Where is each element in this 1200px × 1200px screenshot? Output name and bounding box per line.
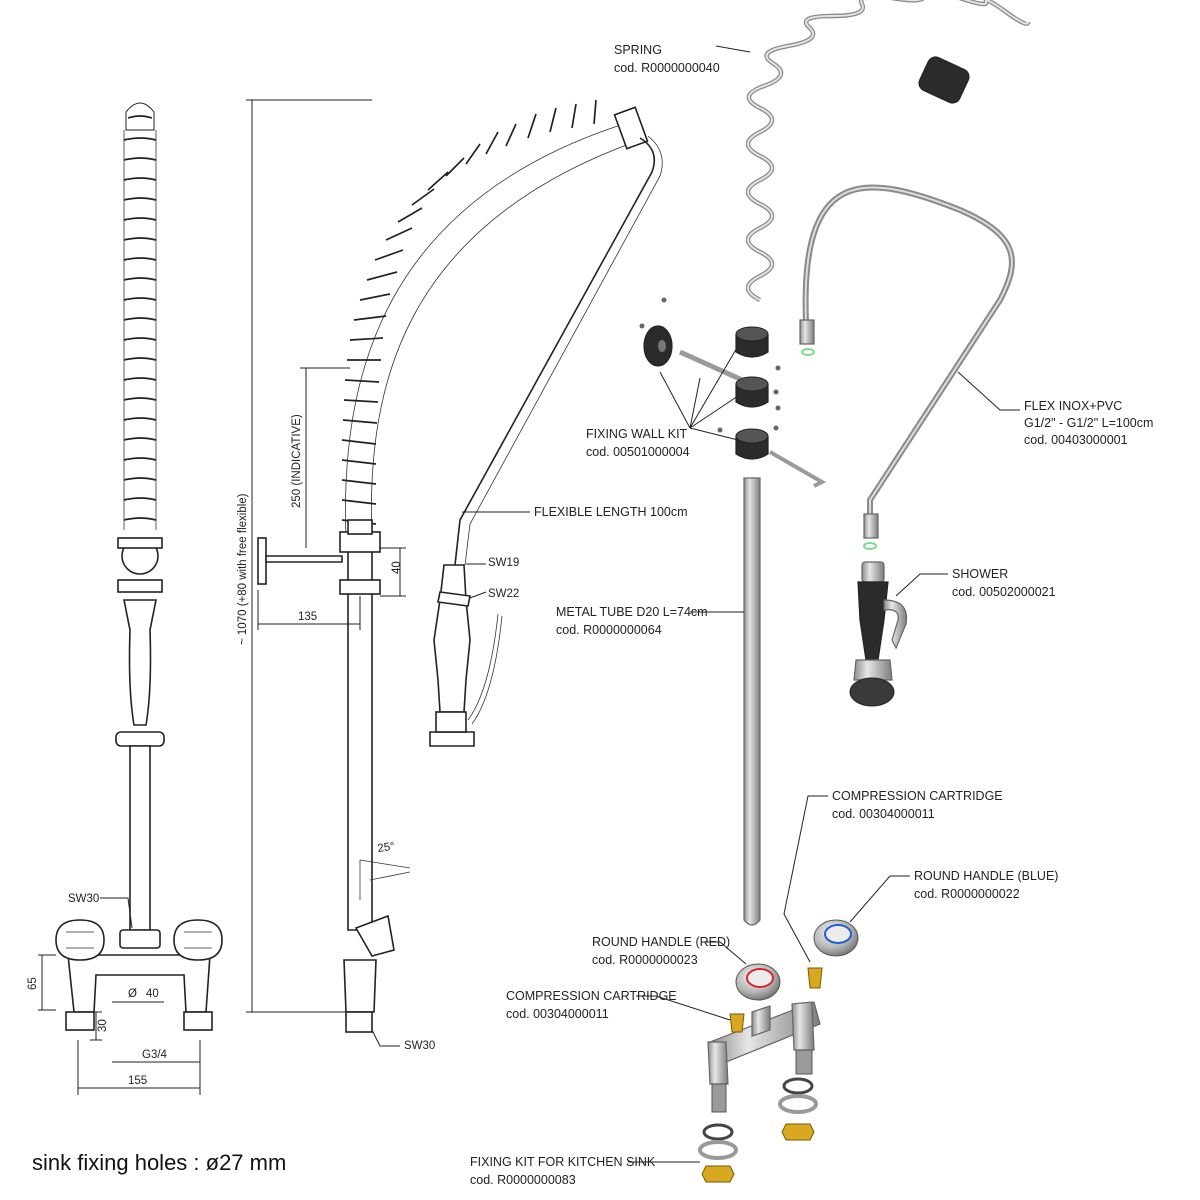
- label-sw30-side: SW30: [404, 1040, 435, 1052]
- dim-shank-length: 30: [97, 1019, 109, 1032]
- dim-diameter-symbol: Ø: [128, 988, 137, 1000]
- part-flex-code: cod. 00403000001: [1024, 433, 1128, 447]
- front-handle-left: [55, 919, 105, 961]
- dim-total-height: ~ 1070 (+80 with free flexible): [237, 493, 249, 645]
- front-deck-body: [67, 954, 211, 1013]
- dim-wall-offset: 135: [298, 611, 317, 623]
- front-handle-right: [173, 919, 223, 961]
- dim-bracket-spacing: 40: [391, 561, 403, 574]
- side-dimension-labels: ~ 1070 (+80 with free flexible) 250 (IND…: [237, 414, 688, 1052]
- spring-end-cap: [918, 56, 970, 104]
- side-view: [246, 99, 663, 1047]
- part-cartridge-1-code: cod. 00304000011: [832, 807, 935, 821]
- front-view: [38, 102, 223, 1095]
- part-shower-name: SHOWER: [952, 567, 1008, 581]
- part-handle-blue-name: ROUND HANDLE (BLUE): [914, 869, 1058, 883]
- label-sw30-front: SW30: [68, 893, 99, 905]
- side-spring-end: [613, 106, 649, 150]
- part-tube-name: METAL TUBE D20 L=74cm: [556, 605, 708, 619]
- side-shower-gun: [433, 564, 471, 713]
- side-deck-valve: [354, 914, 395, 957]
- front-riser-tube: [129, 745, 151, 931]
- part-sink-kit-code: cod. R0000000083: [470, 1173, 576, 1187]
- part-spring-code: cod. R0000000040: [614, 61, 720, 75]
- part-spring-name: SPRING: [614, 43, 662, 57]
- dim-deck-height: 65: [27, 977, 39, 990]
- part-flex-spec: G1/2" - G1/2" L=100cm: [1024, 416, 1153, 430]
- exploded-flex-hose: [802, 184, 1015, 516]
- part-cartridge-1-name: COMPRESSION CARTRIDGE: [832, 789, 1003, 803]
- dim-diameter: 40: [146, 988, 159, 1000]
- label-flexible-length: FLEXIBLE LENGTH 100cm: [534, 505, 688, 519]
- label-sw19: SW19: [488, 557, 519, 569]
- dim-thread: G3/4: [142, 1049, 168, 1061]
- front-dimension-labels: 65 Ø 40 30 G3/4 155 SW30: [27, 893, 168, 1087]
- sink-fixing-note: sink fixing holes : ø27 mm: [32, 1150, 286, 1175]
- fixing-wall-kit: [639, 297, 827, 488]
- part-sink-kit-name: FIXING KIT FOR KITCHEN SINK: [470, 1155, 656, 1169]
- dim-spring-indicative: 250 (INDICATIVE): [291, 414, 303, 508]
- exploded-metal-tube: [743, 477, 761, 926]
- part-cartridge-2-name: COMPRESSION CARTRIDGE: [506, 989, 677, 1003]
- part-flex-name: FLEX INOX+PVC: [1024, 399, 1122, 413]
- side-spring-coil: [341, 99, 597, 525]
- part-handle-blue-code: cod. R0000000022: [914, 887, 1020, 901]
- part-tube-code: cod. R0000000064: [556, 623, 662, 637]
- part-wallkit-name: FIXING WALL KIT: [586, 427, 688, 441]
- exploded-view: [628, 0, 1031, 1183]
- dim-centers: 155: [128, 1075, 147, 1087]
- side-hook-pipe: [454, 137, 656, 566]
- part-handle-red-name: ROUND HANDLE (RED): [592, 935, 730, 949]
- part-cartridge-2-code: cod. 00304000011: [506, 1007, 609, 1021]
- part-wallkit-code: cod. 00501000004: [586, 445, 690, 459]
- front-shower-handle: [123, 599, 157, 726]
- part-shower-code: cod. 00502000021: [952, 585, 1056, 599]
- front-spring-coil: [123, 115, 157, 521]
- part-handle-red-code: cod. R0000000023: [592, 953, 698, 967]
- exploded-deck-mixer: [698, 919, 859, 1183]
- exploded-shower: [849, 561, 908, 707]
- part-labels: SPRING cod. R0000000040 FIXING WALL KIT …: [470, 43, 1153, 1187]
- dim-angle: 25°: [377, 841, 396, 855]
- label-sw22: SW22: [488, 588, 519, 600]
- side-wall-plate: [257, 537, 267, 585]
